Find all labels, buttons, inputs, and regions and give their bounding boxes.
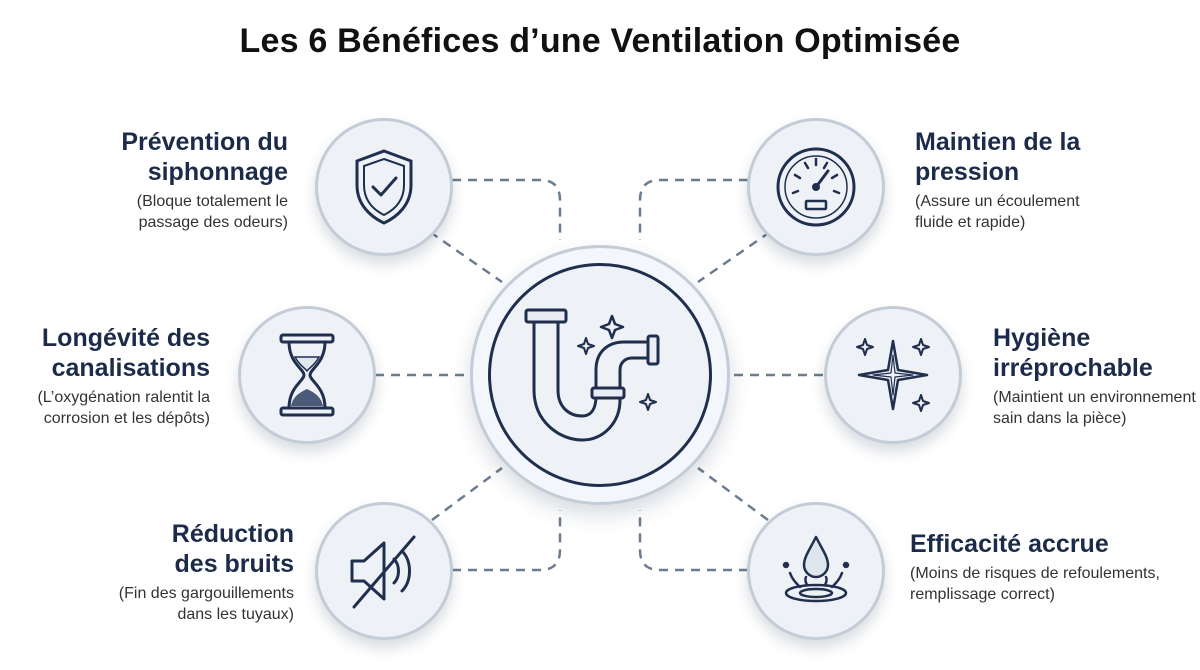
connector-top-left <box>452 178 562 240</box>
benefit-heading: irréprochable <box>993 354 1153 382</box>
center-hub <box>470 245 730 505</box>
benefit-heading: siphonnage <box>147 158 288 186</box>
benefit-description: (Assure un écoulement <box>915 193 1080 210</box>
benefit-heading: Réduction <box>171 520 294 548</box>
sparkle-icon <box>856 338 930 412</box>
benefit-heading: Maintien de la <box>915 128 1081 156</box>
connector-top-left-diag <box>429 230 503 284</box>
hourglass-circle <box>238 306 376 444</box>
benefit-heading: canalisations <box>51 354 210 382</box>
benefit-description: fluide et rapide) <box>915 214 1026 231</box>
benefit-noise: Réduction des bruits (Fin des gargouille… <box>119 519 294 625</box>
shield-check-icon <box>355 149 413 225</box>
benefit-description: (Bloque totalement le <box>136 193 288 210</box>
connector-top-right <box>638 178 748 240</box>
benefit-heading: Longévité des <box>41 324 210 352</box>
benefit-longevity: Longévité des canalisations (L’oxygénati… <box>37 323 210 429</box>
benefit-description: sain dans la pièce) <box>993 410 1127 427</box>
connector-bottom-left <box>452 510 562 572</box>
benefit-heading: Hygiène <box>993 324 1091 352</box>
benefit-heading: Prévention du <box>121 128 288 156</box>
benefit-description: (Moins de risques de refoulements, <box>910 565 1160 582</box>
p-trap-pipe-sparkle-icon <box>524 308 660 442</box>
benefit-description: dans les tuyaux) <box>177 606 294 623</box>
benefit-description: remplissage correct) <box>910 586 1055 603</box>
benefit-siphonage: Prévention du siphonnage (Bloque totalem… <box>121 127 288 233</box>
benefit-hygiene: Hygiène irréprochable (Maintient un envi… <box>993 323 1196 429</box>
page-title: Les 6 Bénéfices d’une Ventilation Optimi… <box>239 22 961 60</box>
benefit-pressure: Maintien de la pression (Assure un écoul… <box>915 127 1080 233</box>
water-drop-splash-icon <box>782 535 850 603</box>
connector-bottom-left-diag <box>431 466 503 522</box>
benefit-description: (L’oxygénation ralentit la <box>37 389 210 406</box>
benefit-heading: Efficacité accrue <box>910 530 1109 558</box>
gauge-circle <box>747 118 885 256</box>
benefit-description: passage des odeurs) <box>138 214 288 231</box>
benefit-heading: pression <box>915 158 1020 186</box>
speaker-muted-icon <box>350 535 416 609</box>
connector-top-right-diag <box>697 230 771 284</box>
benefit-description: (Maintient un environnement <box>993 389 1196 406</box>
pressure-gauge-icon <box>776 147 856 227</box>
benefit-efficiency: Efficacité accrue (Moins de risques de r… <box>910 529 1160 605</box>
sparkle-circle <box>824 306 962 444</box>
connector-bottom-right-diag <box>697 466 769 522</box>
connector-bottom-right <box>638 510 748 572</box>
speaker-circle <box>315 502 453 640</box>
benefit-description: corrosion et les dépôts) <box>43 410 210 427</box>
benefit-description: (Fin des gargouillements <box>118 585 294 602</box>
hourglass-icon <box>279 333 335 417</box>
water-drop-circle <box>747 502 885 640</box>
shield-circle <box>315 118 453 256</box>
benefit-heading: des bruits <box>174 550 294 578</box>
center-hub-inner <box>488 263 712 487</box>
